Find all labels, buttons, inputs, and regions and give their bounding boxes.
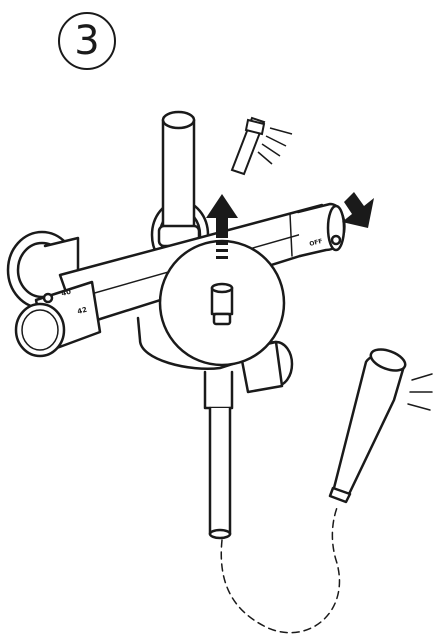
pull-up-arrow-icon	[206, 194, 238, 259]
turn-direction-arrow-icon	[342, 192, 374, 228]
riser-pipe-upper	[157, 110, 201, 248]
riser-pipe-lower	[203, 370, 234, 540]
detail-magnifier	[158, 239, 286, 367]
temp-mark-40: 40	[60, 288, 72, 298]
temp-mark-42: 42	[76, 306, 88, 316]
flow-control-handle	[289, 202, 346, 258]
flow-mark-off: OFF	[309, 238, 324, 248]
spray-lines	[407, 373, 433, 411]
temperature-control-handle	[14, 280, 102, 358]
shower-spray-icon	[230, 116, 293, 176]
shower-hose	[220, 504, 341, 634]
hand-shower	[328, 348, 407, 504]
step-number-badge: 3	[58, 12, 116, 70]
step-number: 3	[74, 18, 100, 64]
